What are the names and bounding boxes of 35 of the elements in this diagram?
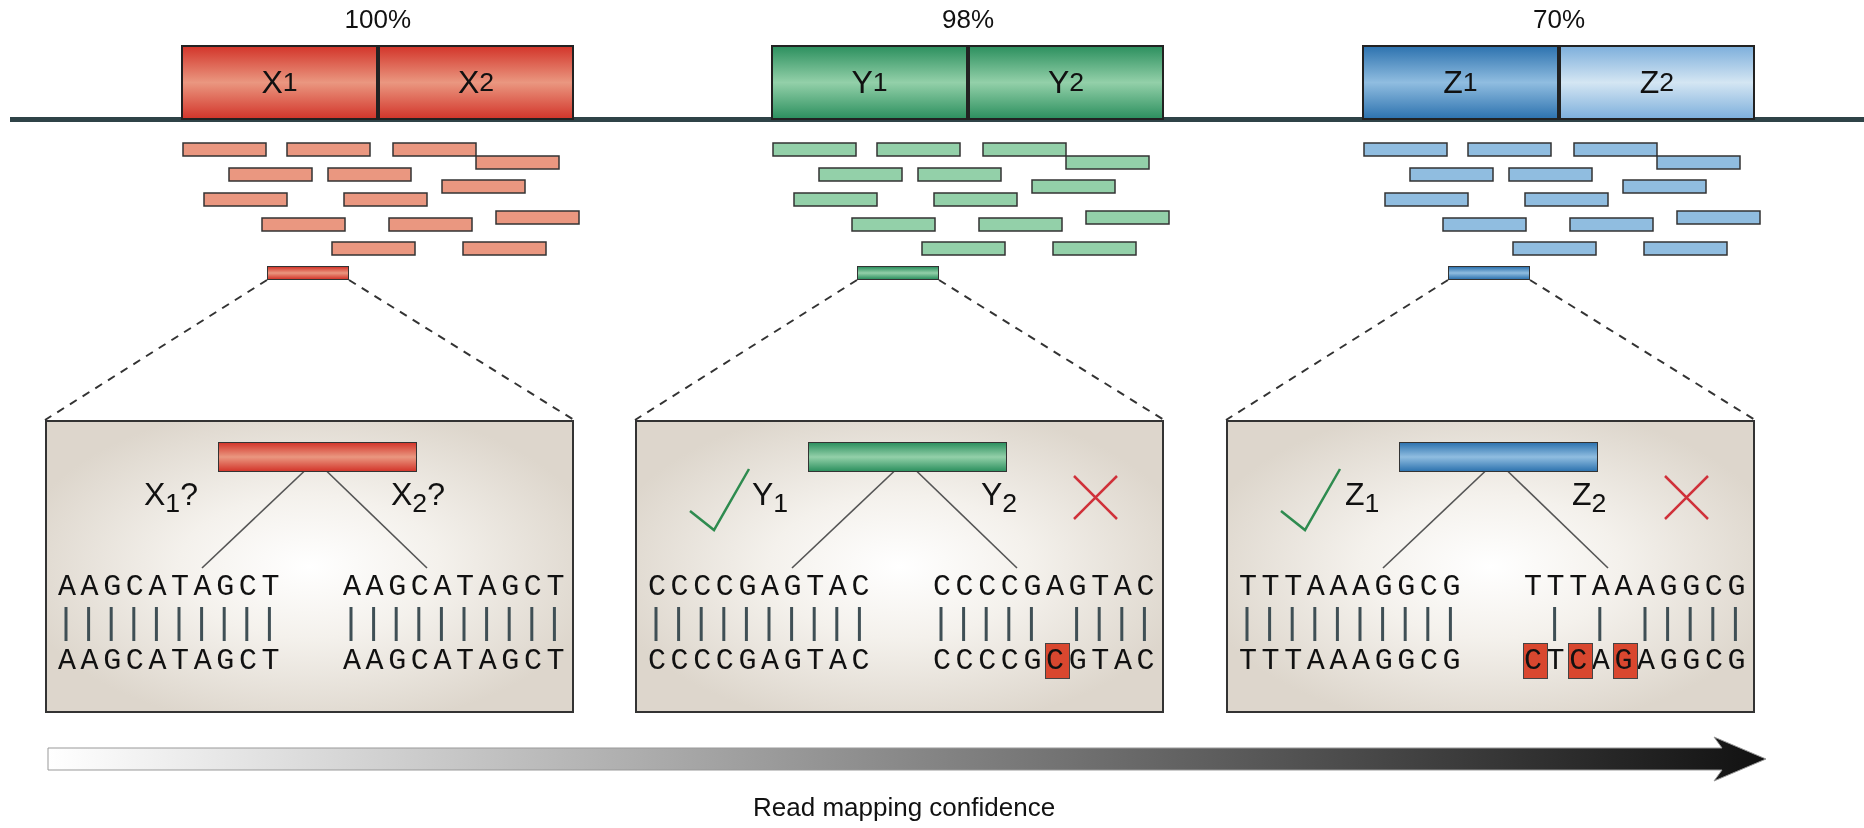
sequence-text: AAGCATAGCT [58,644,285,678]
read-bar [808,442,1007,472]
sequence-text: AAGCATAGCT [343,570,570,604]
read-bar [1448,266,1530,280]
zoom-panel [45,420,574,713]
sequence-text: TTTAAAGGCG [1239,570,1466,604]
read-bar [218,442,417,472]
sequence-text: CCCCGAGTAC [648,570,875,604]
edge-label: Z$_{2}$ [1572,475,1607,521]
edge-label: X$_{2}$? [391,475,445,521]
percentage-label: 100% [344,4,411,35]
node-box [1524,644,1547,678]
zoom-line [938,279,1165,421]
zoom-panel [1226,420,1755,713]
percentage-label: 98% [942,4,995,35]
zoom-line [1529,279,1756,421]
percentage-label: 70% [1533,4,1586,35]
zoom-line [634,279,858,421]
read-bar [267,266,349,280]
edge-label: Y$_{2}$ [981,475,1018,521]
read-bar [857,266,939,280]
node-box [1046,644,1069,678]
zoom-line [1225,279,1449,421]
zoom-line [44,279,268,421]
sequence-text: AAGCATAGCT [343,644,570,678]
edge-label: X$_{1}$? [144,475,198,521]
zoom-line [348,279,575,421]
sequence-text: TTTAAAGGCG [1524,570,1751,604]
read-bar [1399,442,1598,472]
sequence-text: AAGCATAGCT [58,570,285,604]
edge-label: Z$_{1}$ [1345,475,1380,521]
zoom-panel [635,420,1164,713]
edge-label: Y$_{1}$ [752,475,789,521]
axis-caption: Read mapping confidence [753,792,1056,823]
sequence-text: CCCCGAGTAC [933,570,1160,604]
